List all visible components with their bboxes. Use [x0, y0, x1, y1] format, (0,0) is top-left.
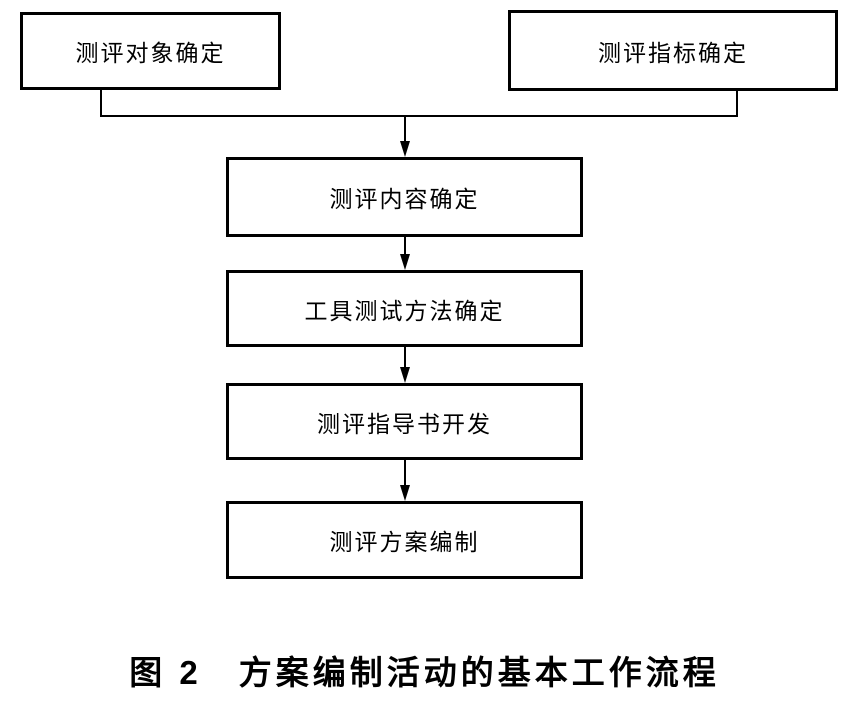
flow-node-label: 测评对象确定	[75, 41, 226, 66]
flow-node-tool-test-method: 工具测试方法确定	[226, 270, 583, 347]
flow-node-label: 测评内容确定	[329, 187, 480, 212]
figure-caption: 图 2 方案编制活动的基本工作流程	[129, 654, 720, 691]
flow-node-eval-guide-dev: 测评指导书开发	[226, 383, 583, 460]
flow-node-label: 测评方案编制	[329, 530, 480, 555]
arrow-down-icon	[400, 367, 410, 383]
connector-right-stub	[736, 91, 738, 117]
arrow-down-icon	[400, 485, 410, 501]
arrow-down-icon	[400, 141, 410, 157]
flow-node-label: 测评指导书开发	[317, 411, 492, 437]
flow-node-label: 工具测试方法确定	[304, 298, 505, 324]
flow-node-eval-content: 测评内容确定	[226, 157, 583, 237]
connector-line-2	[404, 237, 406, 256]
connector-line-1	[404, 117, 406, 143]
flow-node-eval-indicator: 测评指标确定	[508, 10, 838, 91]
arrow-down-icon	[400, 254, 410, 270]
connector-left-stub	[100, 90, 102, 117]
connector-merge-horizontal	[100, 115, 738, 117]
flow-node-label: 测评指标确定	[598, 40, 748, 66]
flow-node-eval-object: 测评对象确定	[20, 12, 281, 90]
connector-line-3	[404, 347, 406, 369]
flow-node-eval-plan-compile: 测评方案编制	[226, 501, 583, 579]
connector-line-4	[404, 460, 406, 487]
